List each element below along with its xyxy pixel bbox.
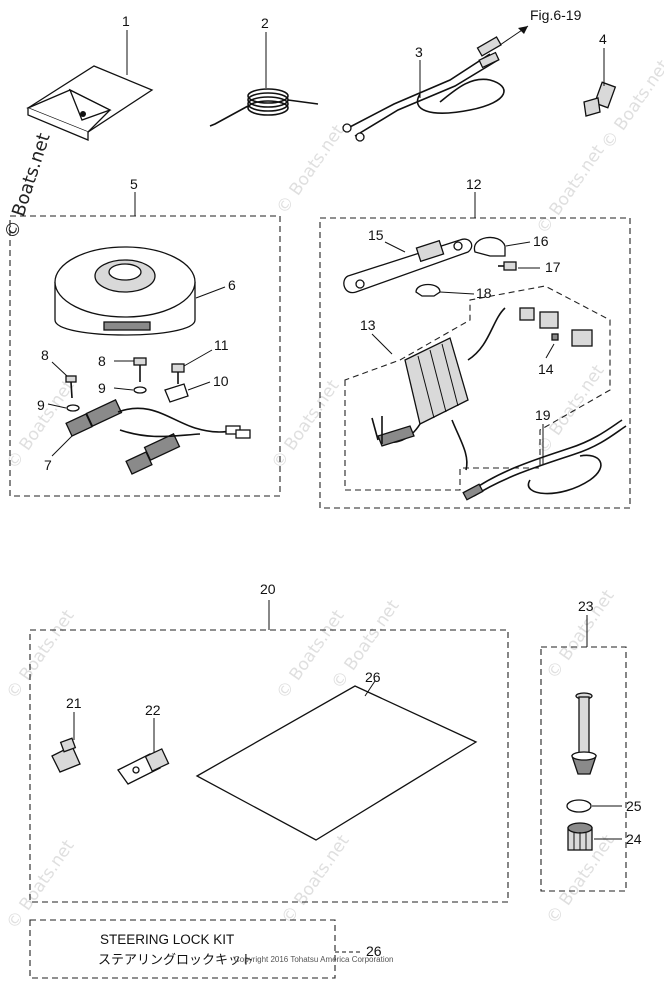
part-19-wire [462,419,627,501]
leader-line [47,403,67,409]
brand-watermark: © Boats.net [1,131,55,242]
callout-16: 16 [533,233,549,249]
callout-6: 6 [228,277,236,293]
part-18-clip [415,283,441,297]
watermark: © Boats.net [278,831,354,928]
part-23-valve [571,692,597,775]
callout-18: 18 [476,285,492,301]
part-16-clamp [473,236,506,257]
callout-25: 25 [626,798,642,814]
figure-reference-link[interactable]: Fig.6-19 [530,7,582,23]
figure-ref-arrowhead [518,26,528,34]
part-4-pin [583,81,617,117]
leader-line [364,680,376,697]
callout-2: 2 [261,15,269,31]
part-11-screw [171,363,185,384]
leader-line [113,387,134,391]
callout-26-top: 26 [365,669,381,685]
kit-title-english: STEERING LOCK KIT [100,932,234,947]
part-3-harness [342,36,505,142]
part-25-o-ring [566,799,592,813]
callout-26: 26 [366,943,382,959]
callout-3: 3 [415,44,423,60]
leader-line [51,435,73,457]
callout-24: 24 [626,831,642,847]
part-10-clamp [164,383,189,403]
watermark: © Boats.net [3,606,79,703]
leader-line [505,241,531,247]
part-8-screw-left [65,375,77,399]
leader-line [195,286,226,299]
part-22-fitting [117,748,170,785]
callout-13: 13 [360,317,376,333]
leader-line [439,291,475,295]
callout-14: 14 [538,361,554,377]
callout-23: 23 [578,598,594,614]
group-20-box [29,629,509,903]
callout-8-left: 8 [41,347,49,363]
kit-title-japanese: ステアリングロックキット [98,953,254,968]
watermark: © Boats.net [3,836,79,933]
part-17-bolt [498,261,517,271]
group-5-box [9,215,281,497]
watermark: © Boats.net [533,141,609,238]
callout-21: 21 [66,695,82,711]
part-9-washer-left [66,404,80,412]
part-9-washer-center [133,386,147,394]
part-24-nut [567,822,593,851]
part-8-screw-center [133,357,147,382]
part-7-coils [65,399,251,475]
watermark: © Boats.net [268,376,344,473]
part-6-flywheel [54,246,196,336]
leader-line [51,361,68,377]
callout-10: 10 [213,373,229,389]
group-13-box [344,285,611,491]
copyright-notice: Copyright 2016 Tohatsu America Corporati… [234,955,394,964]
callout-12: 12 [466,176,482,192]
part-21-plug [51,737,81,773]
callout-22: 22 [145,702,161,718]
group-12-box [319,217,631,509]
callout-19: 19 [535,407,551,423]
group-23-box [540,646,627,892]
callout-1: 1 [122,13,130,29]
callout-8-center: 8 [98,353,106,369]
callout-11: 11 [214,337,229,353]
callout-4: 4 [599,31,607,47]
kit-26-box [29,919,336,979]
leader-line [183,349,213,367]
callout-9-left: 9 [37,397,45,413]
part-2-spring [209,88,319,127]
part-1-pouch [26,65,154,141]
part-14-connector [519,307,593,347]
callout-17: 17 [545,259,561,275]
leader-line [187,381,211,391]
part-15-bracket [343,238,473,294]
callout-5: 5 [130,176,138,192]
part-sheet [195,685,478,841]
callout-15: 15 [368,227,384,243]
leader-line [384,241,406,253]
leader-line [371,333,393,355]
part-13-rectifier [371,307,506,471]
watermark: © Boats.net [273,121,349,218]
callout-20: 20 [260,581,276,597]
callout-7: 7 [44,457,52,473]
callout-9-center: 9 [98,380,106,396]
leader-line [545,343,555,359]
